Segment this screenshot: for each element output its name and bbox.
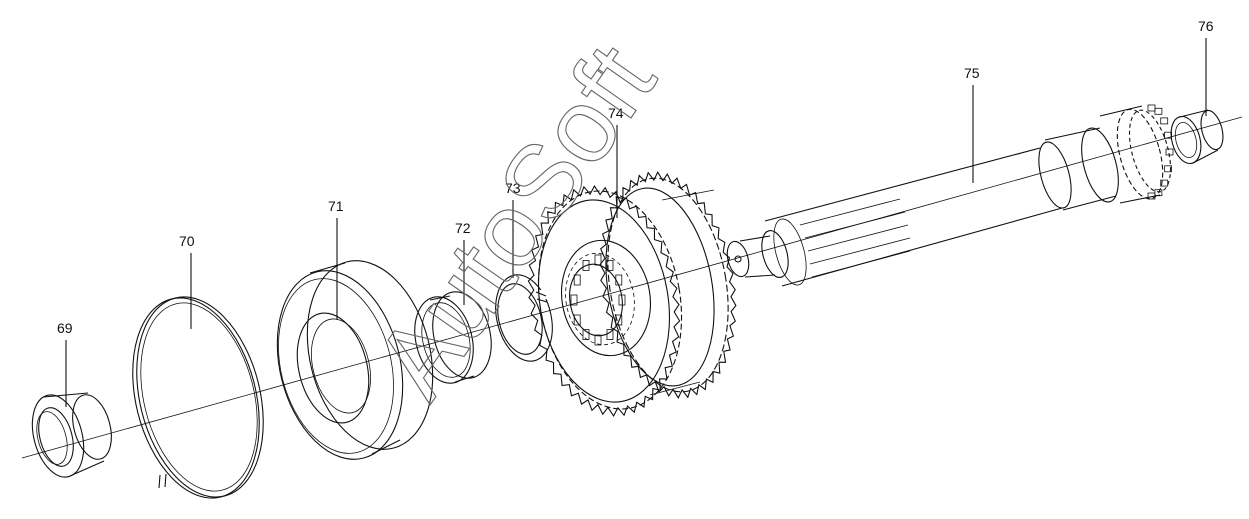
hub-spline [618, 294, 626, 306]
label-69: 69 [57, 320, 73, 336]
part-76-bushing[interactable] [1166, 108, 1227, 167]
hub-spline [573, 314, 581, 326]
label-75: 75 [964, 65, 980, 81]
label-73: 73 [505, 180, 521, 196]
hub-spline [606, 329, 614, 341]
gear-teeth [599, 171, 737, 399]
hub-spline [615, 274, 623, 286]
part-labels: 69 70 71 72 73 74 75 76 [57, 18, 1214, 336]
hub-spline [573, 274, 581, 286]
part-69-bearing-ring[interactable] [24, 389, 118, 483]
hub-spline [594, 254, 602, 266]
watermark-text: AutoSoft [354, 25, 678, 418]
part-72-sleeve[interactable] [406, 286, 500, 390]
hub-spline [582, 329, 590, 341]
label-72: 72 [455, 220, 471, 236]
label-71: 71 [328, 198, 344, 214]
part-71-bearing[interactable] [259, 247, 452, 472]
part-75-shaft[interactable] [724, 104, 1179, 288]
gear-teeth [527, 185, 681, 417]
part-70-snap-ring[interactable] [113, 284, 283, 512]
shaft-tooth [1164, 165, 1172, 173]
shaft-tooth [1160, 117, 1169, 125]
shaft-tooth [1160, 179, 1169, 187]
part-74-gear[interactable] [522, 169, 744, 421]
hub-spline [582, 259, 590, 271]
hub-spline [570, 294, 578, 306]
label-74: 74 [608, 105, 624, 121]
hub-spline [615, 314, 623, 326]
shaft-tooth [1147, 192, 1156, 200]
label-70: 70 [179, 233, 195, 249]
shaft-tooth [1165, 148, 1174, 156]
hub-spline [606, 259, 614, 271]
shaft-tooth [1147, 104, 1156, 112]
leader-lines [65, 38, 1207, 407]
hub-spline [594, 334, 602, 346]
shaft-tooth [1154, 107, 1163, 115]
label-76: 76 [1198, 18, 1214, 34]
